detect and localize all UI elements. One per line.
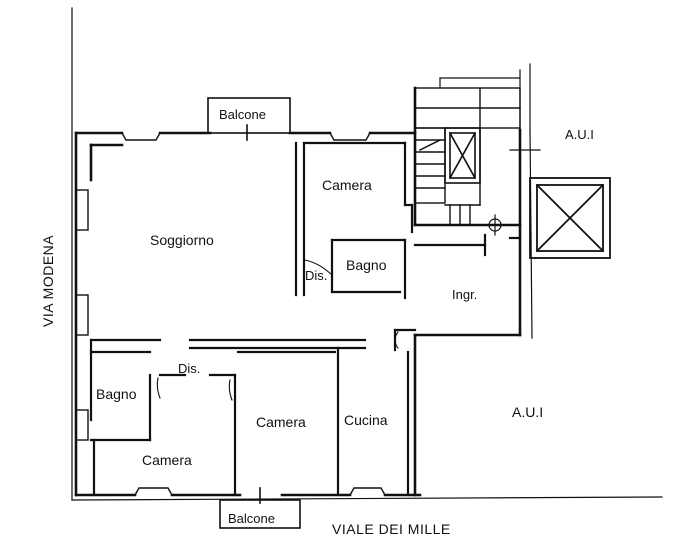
windows: [75, 132, 386, 496]
room-label-bagno-left: Bagno: [96, 386, 137, 402]
balcone-top-outline: [207, 97, 291, 141]
street-label-left: VIA MODENA: [40, 234, 56, 327]
room-label-ingresso: Ingr.: [452, 287, 478, 302]
entry-marker: [484, 143, 541, 236]
lightwell: [529, 177, 611, 259]
room-label-aui-bottom: A.U.I: [512, 404, 544, 420]
room-label-camera-top: Camera: [322, 177, 372, 193]
room-label-balcone-top: Balcone: [219, 107, 266, 122]
room-label-aui-top: A.U.I: [565, 127, 594, 142]
interior-walls: [89, 141, 522, 497]
room-label-camera-bottom-left: Camera: [142, 452, 192, 468]
door-swings: [156, 259, 399, 401]
room-label-camera-bottom-mid: Camera: [256, 414, 306, 430]
street-label-bottom: VIALE DEI MILLE: [332, 521, 451, 537]
room-label-balcone-bottom: Balcone: [228, 511, 275, 526]
lift-shaft: [444, 127, 481, 184]
room-label-soggiorno: Soggiorno: [150, 232, 214, 248]
room-label-dis-top: Dis.: [305, 268, 328, 283]
room-label-bagno-top: Bagno: [346, 257, 387, 273]
room-label-cucina: Cucina: [344, 412, 388, 428]
balcone-bottom-outline: [219, 487, 301, 529]
stair-core: [414, 87, 521, 226]
room-label-dis-mid: Dis.: [178, 361, 201, 376]
